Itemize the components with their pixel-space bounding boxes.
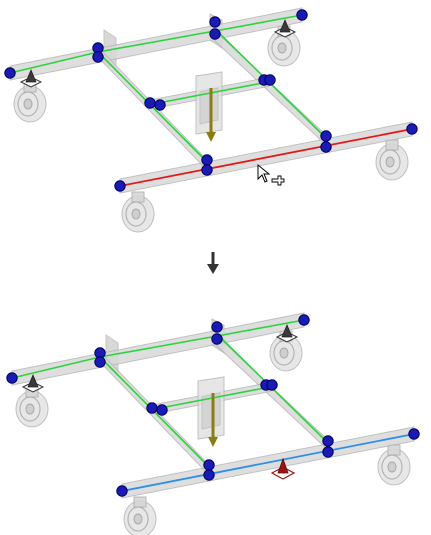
selected-beam-line bbox=[119, 128, 413, 187]
caster-wheel-bottom-left bbox=[121, 191, 155, 233]
frame-node bbox=[92, 51, 104, 63]
constraint-line-top-middle bbox=[99, 335, 218, 358]
wheel-bracket bbox=[385, 139, 399, 151]
wheel-hub bbox=[23, 98, 33, 110]
down-arrow-head bbox=[207, 264, 219, 274]
frame-assembly bbox=[6, 312, 420, 535]
fixed-constraint-icon bbox=[273, 18, 297, 38]
frame-node bbox=[144, 97, 156, 109]
wheel-bracket bbox=[387, 444, 401, 456]
frame-node bbox=[266, 379, 278, 391]
down-arrow-icon bbox=[207, 252, 219, 274]
frame-node bbox=[320, 130, 332, 142]
frame-node bbox=[322, 446, 334, 458]
frame-node bbox=[146, 402, 158, 414]
beam-top bbox=[11, 312, 305, 386]
wheel-hub bbox=[277, 42, 287, 54]
caster-wheel-left bbox=[13, 81, 47, 123]
frame-node bbox=[322, 435, 334, 447]
frame-node bbox=[211, 321, 223, 333]
caster-wheel-left bbox=[15, 386, 49, 428]
frame-view-before bbox=[4, 7, 418, 233]
wheel-hub bbox=[385, 156, 395, 168]
frame-node bbox=[211, 333, 223, 345]
frame-node bbox=[209, 16, 221, 28]
frame-node bbox=[4, 67, 16, 79]
constraint-cone bbox=[281, 323, 293, 338]
constraint-cone bbox=[279, 18, 291, 33]
fixed-constraint-icon bbox=[21, 373, 45, 393]
frame-node bbox=[203, 459, 215, 471]
load-arrow-head bbox=[206, 132, 216, 142]
fixed-constraint-icon bbox=[275, 323, 299, 343]
frame-node bbox=[201, 164, 213, 176]
wheel-bracket bbox=[131, 191, 145, 203]
frame-assembly bbox=[4, 7, 418, 233]
wheel-bracket bbox=[133, 496, 147, 508]
constraint-line-top-left bbox=[11, 356, 101, 379]
frame-node bbox=[94, 356, 106, 368]
frame-node bbox=[406, 123, 418, 135]
frame-node bbox=[209, 28, 221, 40]
selected-beam-line bbox=[121, 433, 415, 492]
frame-node bbox=[6, 372, 18, 384]
frame-node bbox=[116, 485, 128, 497]
fixed-constraint-icon bbox=[19, 68, 43, 88]
frame-node bbox=[296, 9, 308, 21]
pointer-arrow bbox=[257, 163, 271, 183]
frame-node bbox=[156, 404, 168, 416]
caster-wheel-bottom-right bbox=[375, 139, 409, 181]
constraint-line-top-right bbox=[214, 14, 303, 32]
caster-wheel-bottom-left bbox=[123, 496, 157, 535]
frame-node bbox=[298, 314, 310, 326]
constraint-line-top-right bbox=[216, 319, 305, 337]
cursor-move-icon bbox=[257, 163, 285, 186]
caster-wheel-bottom-right bbox=[377, 444, 411, 486]
wheel-hub bbox=[279, 347, 289, 359]
beam-top bbox=[9, 7, 303, 81]
frame-node bbox=[154, 99, 166, 111]
frame-node bbox=[320, 141, 332, 153]
pointer-cross bbox=[271, 175, 285, 186]
frame-node bbox=[264, 74, 276, 86]
frame-view-after bbox=[6, 312, 420, 535]
constraint-line-top-middle bbox=[97, 30, 216, 53]
wheel-hub bbox=[387, 461, 397, 473]
wheel-hub bbox=[25, 403, 35, 415]
constraint-cone bbox=[27, 373, 39, 388]
moved-constraint-icon bbox=[270, 457, 296, 480]
wheel-hub bbox=[131, 208, 141, 220]
frame-node bbox=[201, 154, 213, 166]
frame-node bbox=[408, 428, 420, 440]
frame-node bbox=[114, 180, 126, 192]
constraint-cone bbox=[25, 68, 37, 83]
constraint-line-top-left bbox=[9, 51, 99, 74]
load-arrow-head bbox=[208, 437, 218, 447]
constraint-cone bbox=[277, 457, 289, 474]
wheel-hub bbox=[133, 513, 143, 525]
frame-node bbox=[203, 469, 215, 481]
